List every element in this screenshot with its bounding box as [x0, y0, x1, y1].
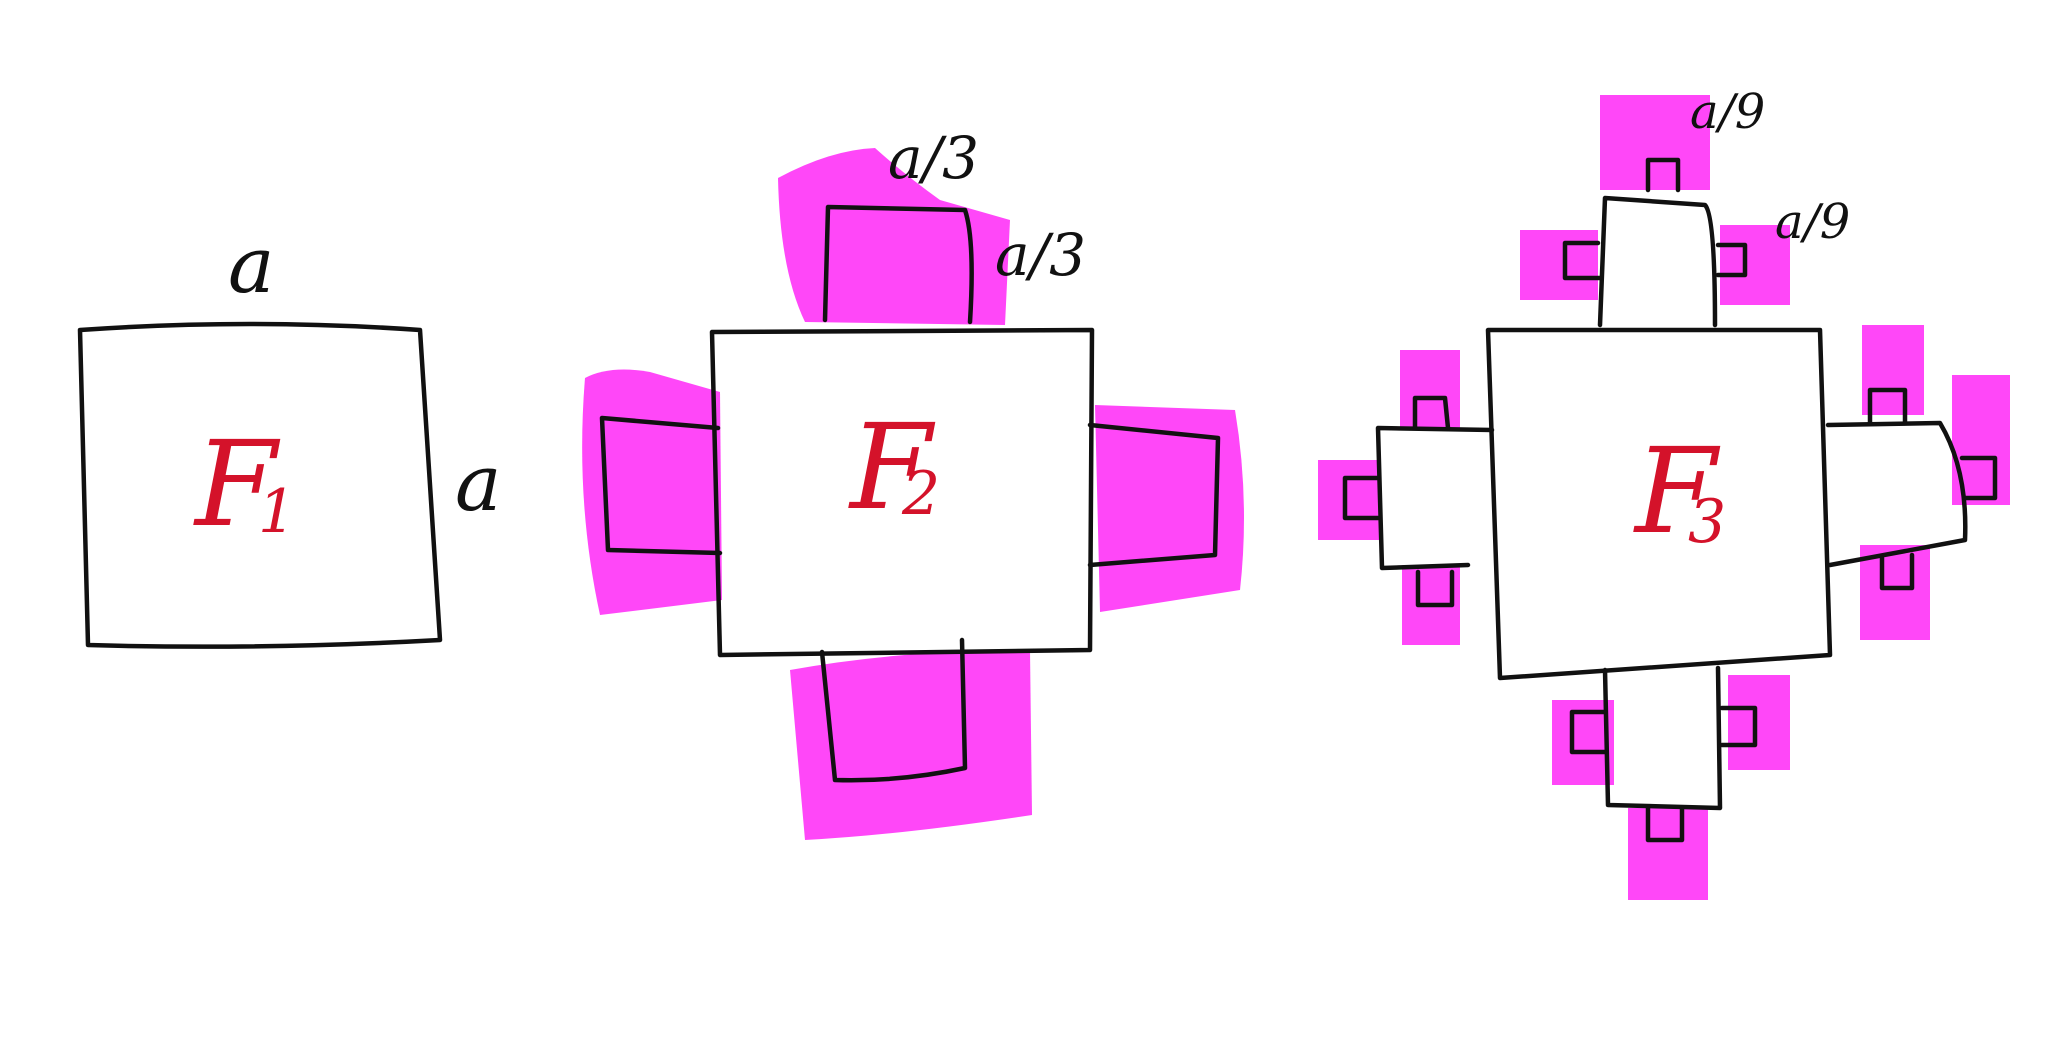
f3-highlight-left — [1318, 460, 1380, 540]
f2-bump-top — [822, 204, 974, 325]
figure-f1: a a F 1 — [77, 221, 502, 649]
f3-small-bottom-right — [1719, 705, 1758, 748]
f1-square — [77, 321, 443, 649]
f1-label-subscript: 1 — [258, 477, 296, 547]
f1-label: F — [193, 415, 281, 553]
f3-central-square — [1485, 327, 1833, 681]
f3-small-right-top — [1867, 387, 1908, 426]
f2-top-dimension: a/3 — [888, 124, 979, 192]
f3-small-left-top — [1412, 395, 1451, 431]
f1-side-dimension: a — [455, 439, 502, 529]
f3-small-top-right — [1715, 242, 1748, 278]
f2-bump-right — [1087, 422, 1221, 568]
f3-highlight-right-bottom — [1860, 545, 1930, 640]
f2-highlight-top — [778, 148, 1010, 325]
f3-highlight-bottom — [1628, 808, 1708, 900]
f3-small-bottom — [1645, 805, 1685, 843]
f3-small-right-bottom — [1879, 552, 1915, 591]
f3-arm-left — [1375, 425, 1495, 571]
f3-top-dimension: a/9 — [1690, 84, 1765, 140]
f3-highlight-bottom-right — [1728, 675, 1790, 770]
f3-small-left — [1342, 475, 1381, 521]
f3-highlight-top-left — [1520, 230, 1598, 300]
f3-small-top — [1645, 157, 1681, 193]
f2-highlight-left — [582, 369, 722, 615]
f3-arm-bottom — [1602, 665, 1723, 811]
f2-bump-left — [599, 415, 723, 556]
f3-small-bottom-left — [1569, 709, 1608, 755]
figure-f3: a/9 a/9 F 3 — [1318, 84, 2010, 900]
figure-f2: a/3 a/3 F 2 — [582, 124, 1244, 840]
f3-side-dimension: a/9 — [1775, 194, 1850, 250]
f3-small-right — [1959, 455, 1998, 501]
f3-small-top-left — [1562, 240, 1603, 281]
f3-highlight-left-top — [1400, 350, 1460, 430]
f3-highlight-top-right — [1720, 225, 1790, 305]
f2-side-dimension: a/3 — [995, 221, 1086, 289]
f2-label-subscript: 2 — [901, 459, 940, 529]
f2-highlight-bottom — [790, 650, 1032, 840]
f3-arm-top — [1597, 195, 1718, 328]
f2-bump-bottom — [819, 637, 968, 783]
f3-arm-right — [1825, 420, 1968, 568]
f2-highlight-right — [1095, 405, 1244, 612]
f3-highlight-right-top — [1862, 325, 1924, 415]
f2-central-square — [709, 327, 1095, 658]
f2-label: F — [848, 398, 936, 536]
f3-label-subscript: 3 — [1688, 487, 1726, 557]
f1-top-dimension: a — [228, 221, 275, 311]
f3-label: F — [1633, 422, 1721, 560]
f3-small-left-bottom — [1415, 569, 1455, 608]
f3-highlight-top — [1600, 95, 1710, 190]
